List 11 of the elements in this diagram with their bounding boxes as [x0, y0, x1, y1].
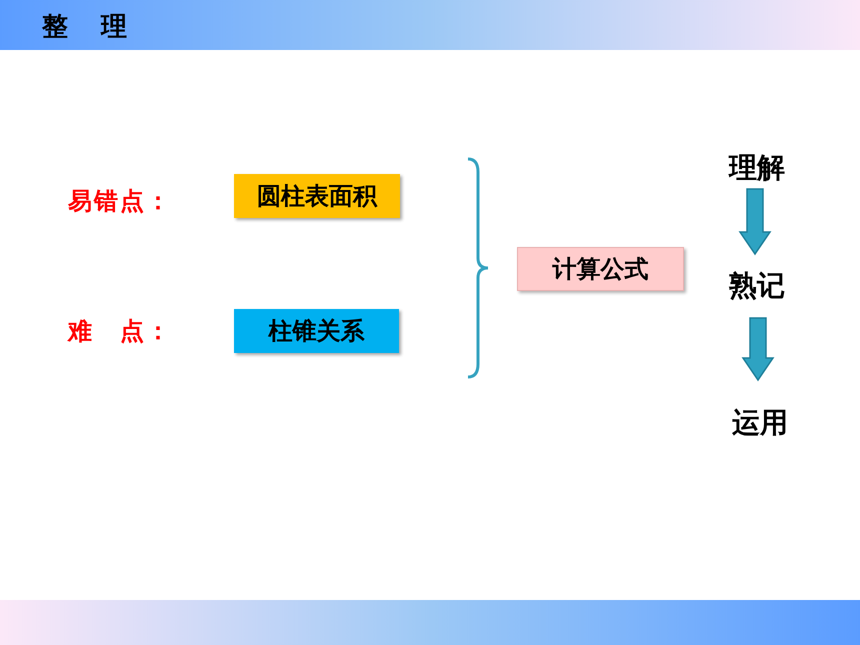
step-text: 理解 — [715, 146, 799, 189]
step-text: 运用 — [715, 380, 805, 466]
block-arrow — [742, 317, 774, 382]
category-label: 易错点： — [68, 186, 172, 217]
step-text: 熟记 — [715, 254, 799, 318]
process-box: 柱锥关系 — [234, 309, 399, 353]
category-label: 难 点： — [68, 316, 172, 347]
process-box: 计算公式 — [517, 247, 684, 291]
process-box: 圆柱表面积 — [234, 174, 400, 218]
block-arrow — [738, 188, 772, 256]
title: 整 理 — [42, 11, 140, 44]
